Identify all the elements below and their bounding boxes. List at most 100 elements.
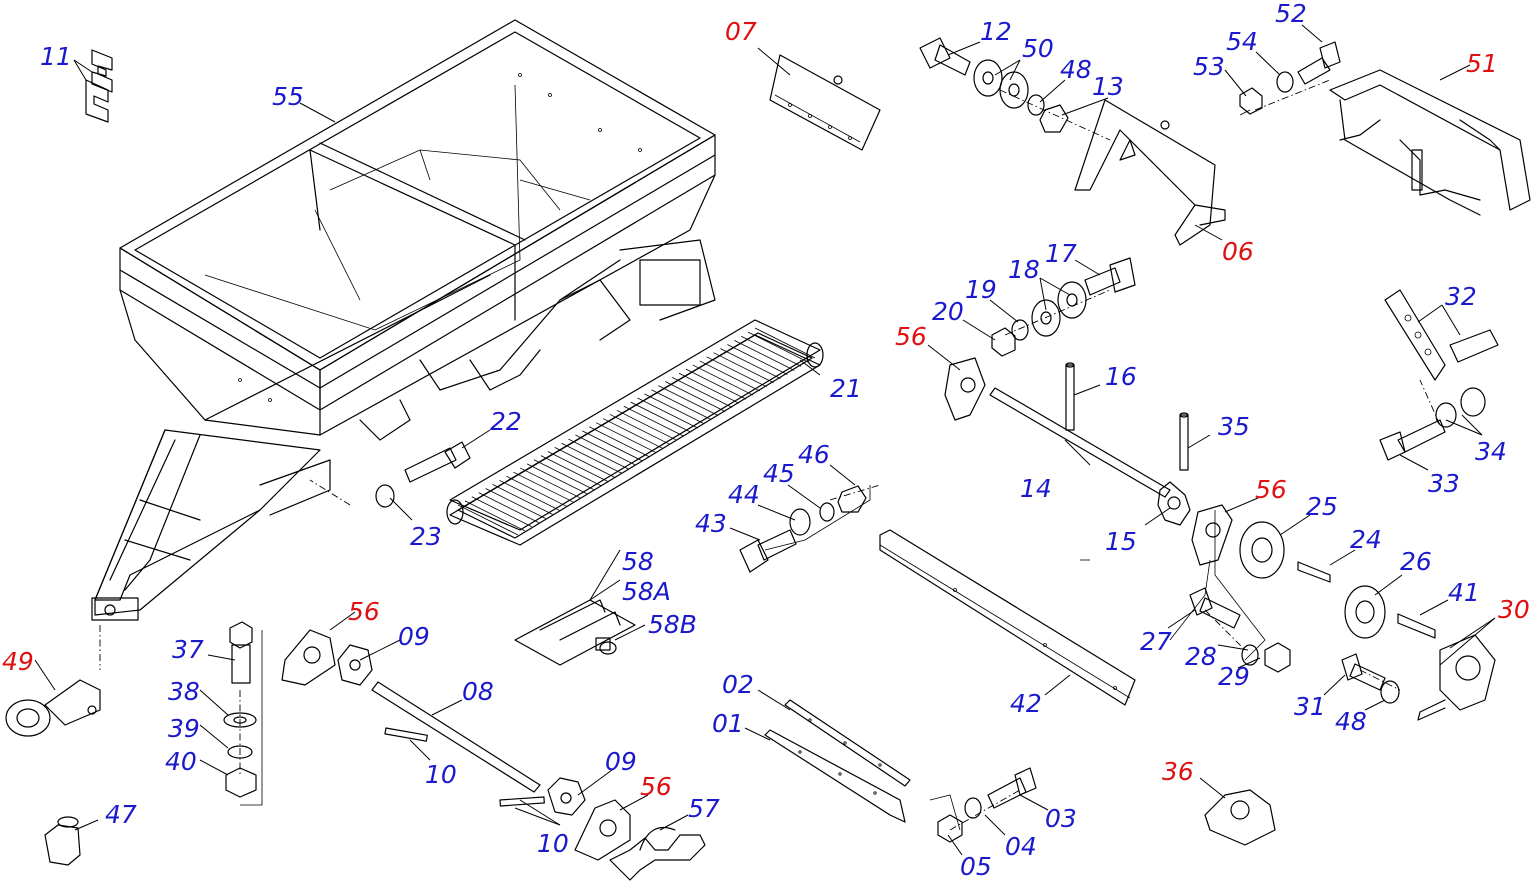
label-43: 43 bbox=[695, 509, 727, 538]
label-19: 19 bbox=[965, 275, 997, 304]
chain-slat bbox=[692, 364, 754, 396]
label-32: 32 bbox=[1445, 282, 1477, 311]
label-38: 38 bbox=[168, 677, 200, 706]
label-56-c: 56 bbox=[348, 597, 380, 626]
label-11: 11 bbox=[40, 42, 72, 71]
label-39: 39 bbox=[168, 714, 200, 743]
label-47: 47 bbox=[105, 800, 137, 829]
chain-slat bbox=[595, 422, 657, 454]
label-40: 40 bbox=[165, 747, 197, 776]
label-10-a: 10 bbox=[425, 760, 457, 789]
label-50: 50 bbox=[1022, 34, 1054, 63]
chain-slat bbox=[727, 344, 788, 375]
chain-slat bbox=[513, 471, 574, 503]
chain-slat bbox=[589, 426, 650, 458]
label-56-b: 56 bbox=[1255, 475, 1287, 504]
label-01: 01 bbox=[712, 709, 744, 738]
chain-slat bbox=[630, 401, 691, 433]
pins-and-shaft bbox=[989, 362, 1191, 526]
label-45: 45 bbox=[763, 459, 795, 488]
chain-slat bbox=[685, 368, 747, 400]
chain-slat bbox=[658, 385, 719, 416]
label-28: 28 bbox=[1185, 642, 1217, 671]
label-33: 33 bbox=[1428, 469, 1460, 498]
chain-slat bbox=[609, 414, 671, 445]
label-15: 15 bbox=[1105, 527, 1137, 556]
label-30: 30 bbox=[1498, 595, 1530, 624]
label-44: 44 bbox=[728, 480, 760, 509]
chain-slat bbox=[741, 335, 802, 367]
bolt-washer-set-top bbox=[919, 37, 1069, 133]
chain-slat bbox=[644, 393, 705, 425]
label-14: 14 bbox=[1020, 474, 1052, 503]
label-41: 41 bbox=[1448, 578, 1480, 607]
label-34: 34 bbox=[1475, 437, 1507, 466]
chain-slat bbox=[499, 479, 560, 511]
chain-slat bbox=[734, 339, 795, 371]
leader-lines bbox=[34, 24, 1496, 856]
flange-bearing-top bbox=[944, 357, 986, 421]
label-46: 46 bbox=[798, 440, 830, 469]
chain-slat bbox=[637, 397, 698, 429]
label-56-d: 56 bbox=[640, 772, 672, 801]
label-42: 42 bbox=[1010, 689, 1042, 718]
chain-slat bbox=[623, 405, 684, 437]
hitch-eye bbox=[5, 679, 101, 737]
chain-slat bbox=[754, 327, 816, 359]
skirt-plates bbox=[764, 699, 911, 823]
grease-fitting bbox=[44, 816, 81, 866]
label-16: 16 bbox=[1105, 362, 1137, 391]
hopper-body bbox=[91, 19, 716, 621]
chain-slat bbox=[561, 442, 622, 474]
chain-slat bbox=[533, 459, 595, 491]
clamp-bracket bbox=[514, 599, 636, 666]
label-35: 35 bbox=[1218, 412, 1250, 441]
label-13: 13 bbox=[1092, 72, 1124, 101]
chain-slat bbox=[547, 451, 608, 482]
label-22: 22 bbox=[490, 407, 522, 436]
chain-slat bbox=[616, 409, 678, 441]
label-25: 25 bbox=[1306, 492, 1338, 521]
mount-bracket bbox=[1074, 99, 1226, 246]
chain-slat bbox=[582, 430, 643, 462]
chain-slat bbox=[602, 418, 664, 449]
u-clamp bbox=[609, 826, 706, 881]
label-57: 57 bbox=[688, 794, 720, 823]
chain-slat bbox=[526, 463, 588, 495]
chain-slat bbox=[485, 488, 546, 519]
label-49: 49 bbox=[2, 647, 34, 676]
label-37: 37 bbox=[172, 635, 204, 664]
emblem-decal bbox=[85, 49, 113, 123]
label-58: 58 bbox=[622, 547, 654, 576]
bolt-washer-set-drive bbox=[1189, 587, 1400, 704]
label-31: 31 bbox=[1294, 692, 1326, 721]
chain-slat bbox=[713, 352, 774, 384]
chain-slat bbox=[720, 348, 781, 379]
shaft-bolt-set bbox=[375, 441, 471, 508]
lower-shaft-assembly bbox=[281, 629, 631, 861]
label-07: 07 bbox=[725, 17, 757, 46]
label-48: 48 bbox=[1060, 55, 1092, 84]
label-55: 55 bbox=[272, 82, 304, 111]
cover-plate bbox=[769, 54, 881, 151]
assembly-centerlines bbox=[99, 79, 1441, 831]
label-08: 08 bbox=[462, 677, 494, 706]
bolt-set-right bbox=[1239, 41, 1341, 115]
label-58a: 58A bbox=[622, 577, 671, 606]
label-54: 54 bbox=[1226, 27, 1258, 56]
chain-slat bbox=[671, 377, 733, 408]
chain-slat bbox=[478, 492, 539, 524]
chain-slat bbox=[665, 381, 726, 412]
label-23: 23 bbox=[410, 522, 442, 551]
chain-slat bbox=[464, 500, 526, 532]
chain-slat bbox=[492, 484, 553, 515]
chain-slat bbox=[575, 434, 636, 466]
label-52: 52 bbox=[1275, 0, 1307, 28]
label-29: 29 bbox=[1218, 662, 1250, 691]
label-26: 26 bbox=[1400, 547, 1432, 576]
label-36: 36 bbox=[1162, 757, 1194, 786]
guard-frame bbox=[1329, 69, 1531, 216]
bolt-washer-set-lower bbox=[739, 485, 867, 573]
